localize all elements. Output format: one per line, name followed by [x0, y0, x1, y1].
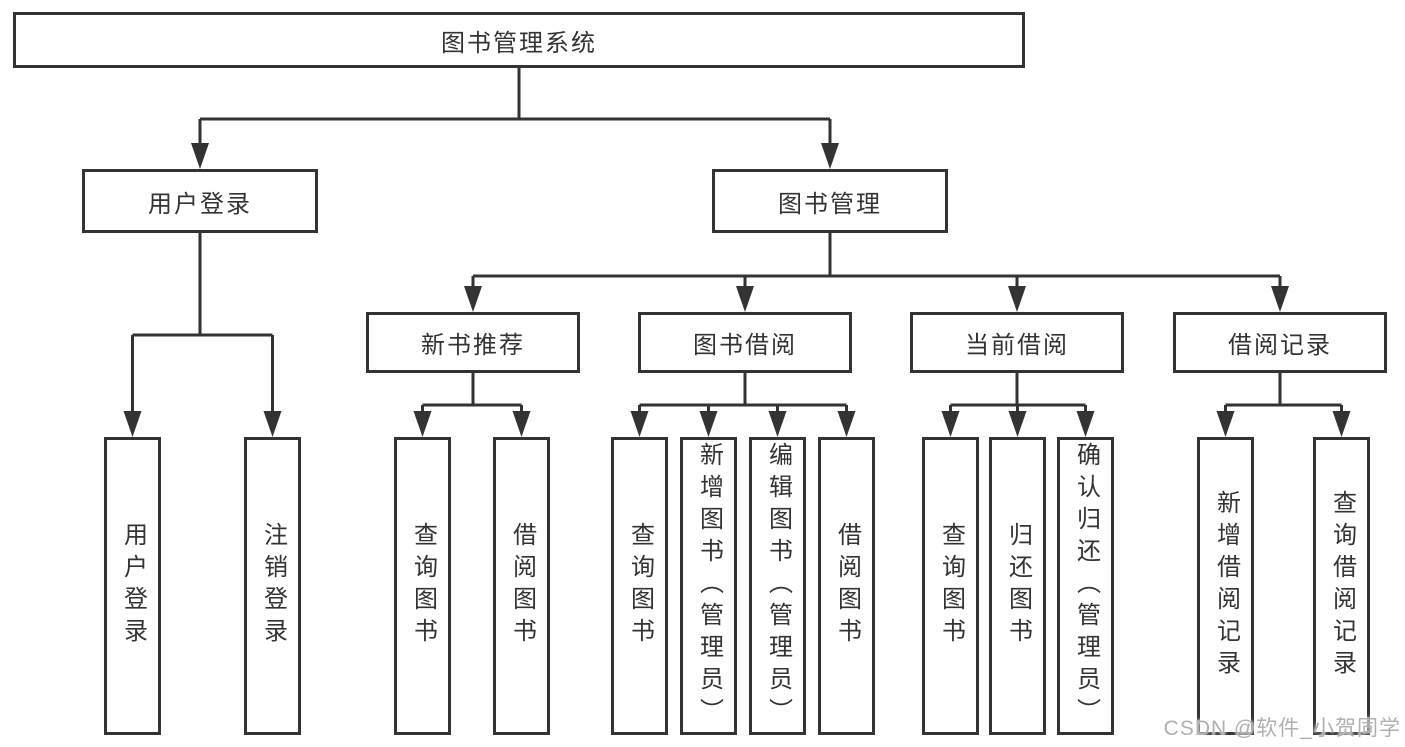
leaf-return-book: 归还图书 [989, 437, 1046, 735]
leaf-add-borrow-record-label: 新增借阅记录 [1212, 490, 1240, 682]
leaf-add-book-admin-label: 新增图书（管理员） [695, 442, 723, 730]
arrow-down-icon [699, 411, 718, 437]
leaf-current-query-book-label: 查询图书 [937, 522, 965, 650]
arrow-down-icon [1271, 286, 1289, 312]
arrow-down-icon [1076, 411, 1095, 437]
arrow-down-icon [123, 411, 142, 437]
leaf-user-login: 用户登录 [104, 437, 161, 735]
arrow-down-icon [512, 411, 531, 437]
node-borrow-record-label: 借阅记录 [1228, 332, 1332, 359]
leaf-edit-book-admin-label: 编辑图书（管理员） [764, 442, 792, 730]
arrow-down-icon [941, 411, 960, 437]
arrow-down-icon [837, 411, 856, 437]
leaf-query-borrow-record-label: 查询借阅记录 [1328, 490, 1356, 682]
node-current-borrow-label: 当前借阅 [965, 332, 1069, 359]
arrow-down-icon [768, 411, 787, 437]
node-user-login-label: 用户登录 [148, 190, 252, 218]
arrow-down-icon [413, 411, 432, 437]
leaf-query-borrow-record: 查询借阅记录 [1313, 437, 1370, 735]
leaf-logout: 注销登录 [244, 437, 301, 735]
node-book-management: 图书管理 [712, 169, 948, 233]
arrow-down-icon [1008, 411, 1027, 437]
leaf-logout-label: 注销登录 [259, 522, 287, 650]
node-book-borrow: 图书借阅 [638, 312, 852, 373]
leaf-recommend-borrow-book-label: 借阅图书 [508, 522, 536, 650]
arrow-down-icon [263, 411, 282, 437]
leaf-confirm-return-admin: 确认归还（管理员） [1057, 437, 1114, 735]
arrow-down-icon [1332, 411, 1351, 437]
arrowheads [123, 143, 1351, 437]
connector-lines [131, 68, 1343, 414]
arrow-down-icon [736, 286, 754, 312]
leaf-current-query-book: 查询图书 [922, 437, 979, 735]
node-new-book-recommend: 新书推荐 [366, 312, 580, 373]
arrow-down-icon [1216, 411, 1235, 437]
arrow-down-icon [821, 143, 839, 169]
leaf-return-book-label: 归还图书 [1004, 522, 1032, 650]
leaf-edit-book-admin: 编辑图书（管理员） [749, 437, 806, 735]
leaf-user-login-label: 用户登录 [119, 522, 147, 650]
node-current-borrow: 当前借阅 [910, 312, 1124, 373]
leaf-add-borrow-record: 新增借阅记录 [1197, 437, 1254, 735]
arrow-down-icon [1008, 286, 1026, 312]
arrow-down-icon [191, 143, 209, 169]
node-user-login: 用户登录 [82, 169, 318, 233]
node-book-management-label: 图书管理 [778, 190, 882, 218]
leaf-borrow-book-label: 借阅图书 [833, 522, 861, 650]
node-book-borrow-label: 图书借阅 [693, 332, 797, 359]
node-root: 图书管理系统 [13, 12, 1025, 68]
leaf-borrow-query-book-label: 查询图书 [626, 522, 654, 650]
leaf-recommend-borrow-book: 借阅图书 [493, 437, 550, 735]
leaf-confirm-return-admin-label: 确认归还（管理员） [1072, 442, 1100, 730]
leaf-borrow-query-book: 查询图书 [611, 437, 668, 735]
leaf-borrow-book: 借阅图书 [818, 437, 875, 735]
arrow-down-icon [464, 286, 482, 312]
arrow-down-icon [630, 411, 649, 437]
leaf-add-book-admin: 新增图书（管理员） [680, 437, 737, 735]
node-borrow-record: 借阅记录 [1173, 312, 1387, 373]
leaf-recommend-query-book-label: 查询图书 [409, 522, 437, 650]
node-new-book-recommend-label: 新书推荐 [421, 332, 525, 359]
watermark: CSDN @软件_小贺同学 [1163, 717, 1401, 740]
leaf-recommend-query-book: 查询图书 [394, 437, 451, 735]
node-root-label: 图书管理系统 [441, 29, 597, 57]
